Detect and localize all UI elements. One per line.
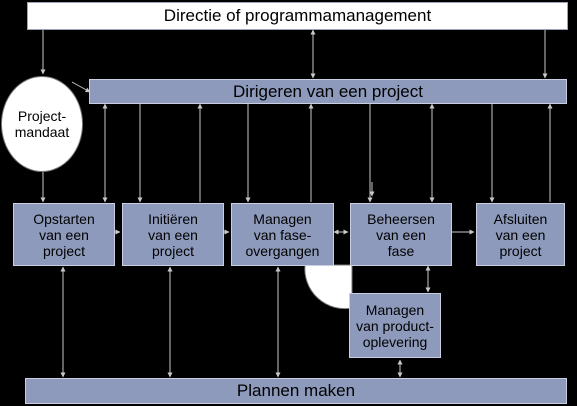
connector-mandate-directing <box>71 81 91 93</box>
box-controlling-stage: Beheersen van een fase <box>350 203 452 266</box>
box-programme-management: Directie of programmamanagement <box>27 2 568 30</box>
box-starting-up: Opstarten van een project <box>13 203 115 266</box>
box-closing: Afsluiten van een project <box>476 203 565 266</box>
box-initiating: Initiëren van een project <box>122 203 224 266</box>
box-product-delivery: Managen van product- oplevering <box>349 293 441 358</box>
box-stage-boundary: Managen van fase- overgangen <box>231 203 334 266</box>
band-planning: Plannen maken <box>25 378 567 404</box>
stage-loop-circle <box>304 264 353 310</box>
circle-project-mandate: Project- mandaat <box>1 76 83 172</box>
band-directing-project: Dirigeren van een project <box>89 79 567 104</box>
